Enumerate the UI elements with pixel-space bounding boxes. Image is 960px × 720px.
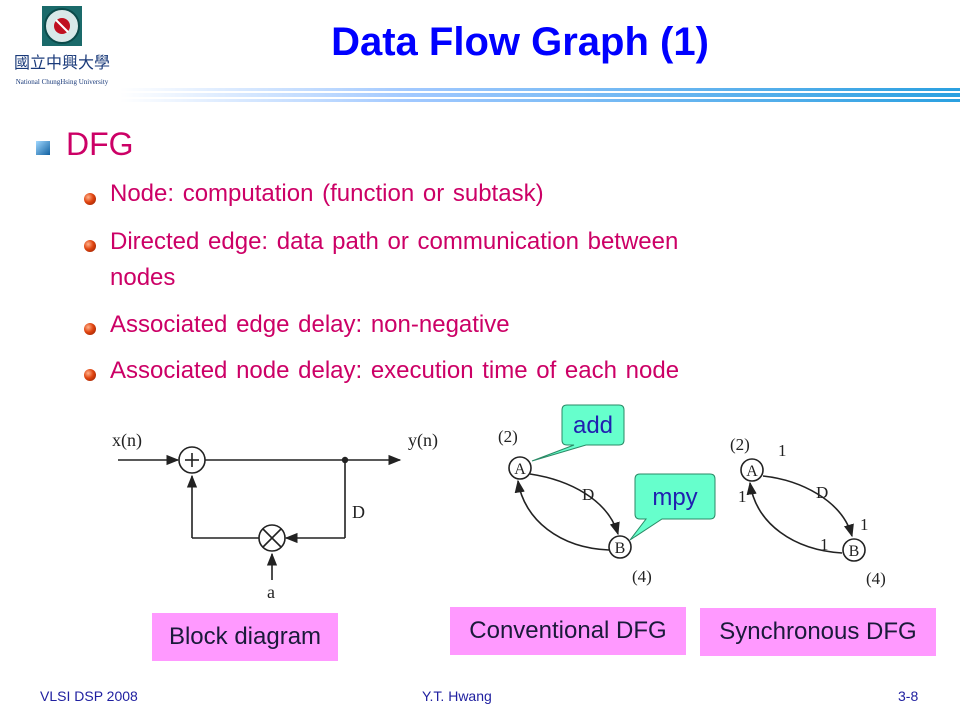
bullet-text: Associated node delay: execution time of… xyxy=(110,357,680,384)
footer-author: Y.T. Hwang xyxy=(422,688,492,704)
header-stripe xyxy=(120,88,960,102)
coef-label: a xyxy=(267,582,275,602)
rate-b-out: 1 xyxy=(820,535,829,554)
university-logo: 國立中興大學 National ChungHsing University xyxy=(14,6,110,86)
node-a xyxy=(740,458,764,482)
footer-page-number: 3-8 xyxy=(898,688,919,704)
add-callout xyxy=(531,404,625,462)
mpy-callout-text: mpy xyxy=(652,484,697,511)
logo-subtext: National ChungHsing University xyxy=(16,78,109,86)
node-a xyxy=(508,456,532,480)
edge-a-to-b xyxy=(529,473,620,536)
node-a-time: (2) xyxy=(730,435,750,454)
edge-b-to-a xyxy=(746,481,843,554)
edge-delay-label: D xyxy=(816,483,828,502)
bullet-text: Directed edge: data path or communicatio… xyxy=(110,228,679,255)
edge-a-to-b xyxy=(762,475,854,538)
block-diagram-label: Block diagram xyxy=(152,613,338,661)
node-a-time: (2) xyxy=(498,427,518,446)
slide-title: Data Flow Graph (1) xyxy=(331,20,709,64)
round-bullet-icon xyxy=(84,323,96,335)
conventional-dfg-label: Conventional DFG xyxy=(450,607,686,655)
logo-text: 國立中興大學 xyxy=(14,54,110,72)
node-a-label: A xyxy=(746,463,758,480)
round-bullet-icon xyxy=(84,193,96,205)
synchronous-dfg: (2) 1 A 1 D 1 B 1 (4) xyxy=(730,435,886,588)
node-b xyxy=(608,535,632,559)
node-b-time: (4) xyxy=(632,567,652,586)
node-b-label: B xyxy=(849,543,860,560)
node-a-label: A xyxy=(514,461,526,478)
rate-a-out: 1 xyxy=(778,441,787,460)
node-b-label: B xyxy=(615,540,626,557)
node-b xyxy=(842,538,866,562)
footer-course: VLSI DSP 2008 xyxy=(40,688,138,704)
input-label: x(n) xyxy=(112,430,142,451)
node-b-time: (4) xyxy=(866,569,886,588)
bullet-text: Node: computation (function or subtask) xyxy=(110,180,544,207)
delay-label: D xyxy=(352,502,365,522)
round-bullet-icon xyxy=(84,240,96,252)
output-label: y(n) xyxy=(408,430,438,451)
mpy-callout xyxy=(629,473,716,541)
block-diagram: x(n) y(n) D a xyxy=(112,430,438,602)
add-callout-text: add xyxy=(573,412,613,439)
section-heading: DFG xyxy=(66,126,134,162)
edge-b-to-a xyxy=(514,479,610,551)
bullet-text: Associated edge delay: non-negative xyxy=(110,311,510,338)
bullet-text-continued: nodes xyxy=(110,264,176,291)
synchronous-dfg-label: Synchronous DFG xyxy=(700,608,936,656)
conventional-dfg: (2) A B (4) D add mpy xyxy=(498,404,716,586)
rate-b-in: 1 xyxy=(860,515,869,534)
square-bullet-icon xyxy=(36,141,50,155)
edge-delay-label: D xyxy=(582,485,594,504)
rate-a-in: 1 xyxy=(738,487,747,506)
round-bullet-icon xyxy=(84,369,96,381)
